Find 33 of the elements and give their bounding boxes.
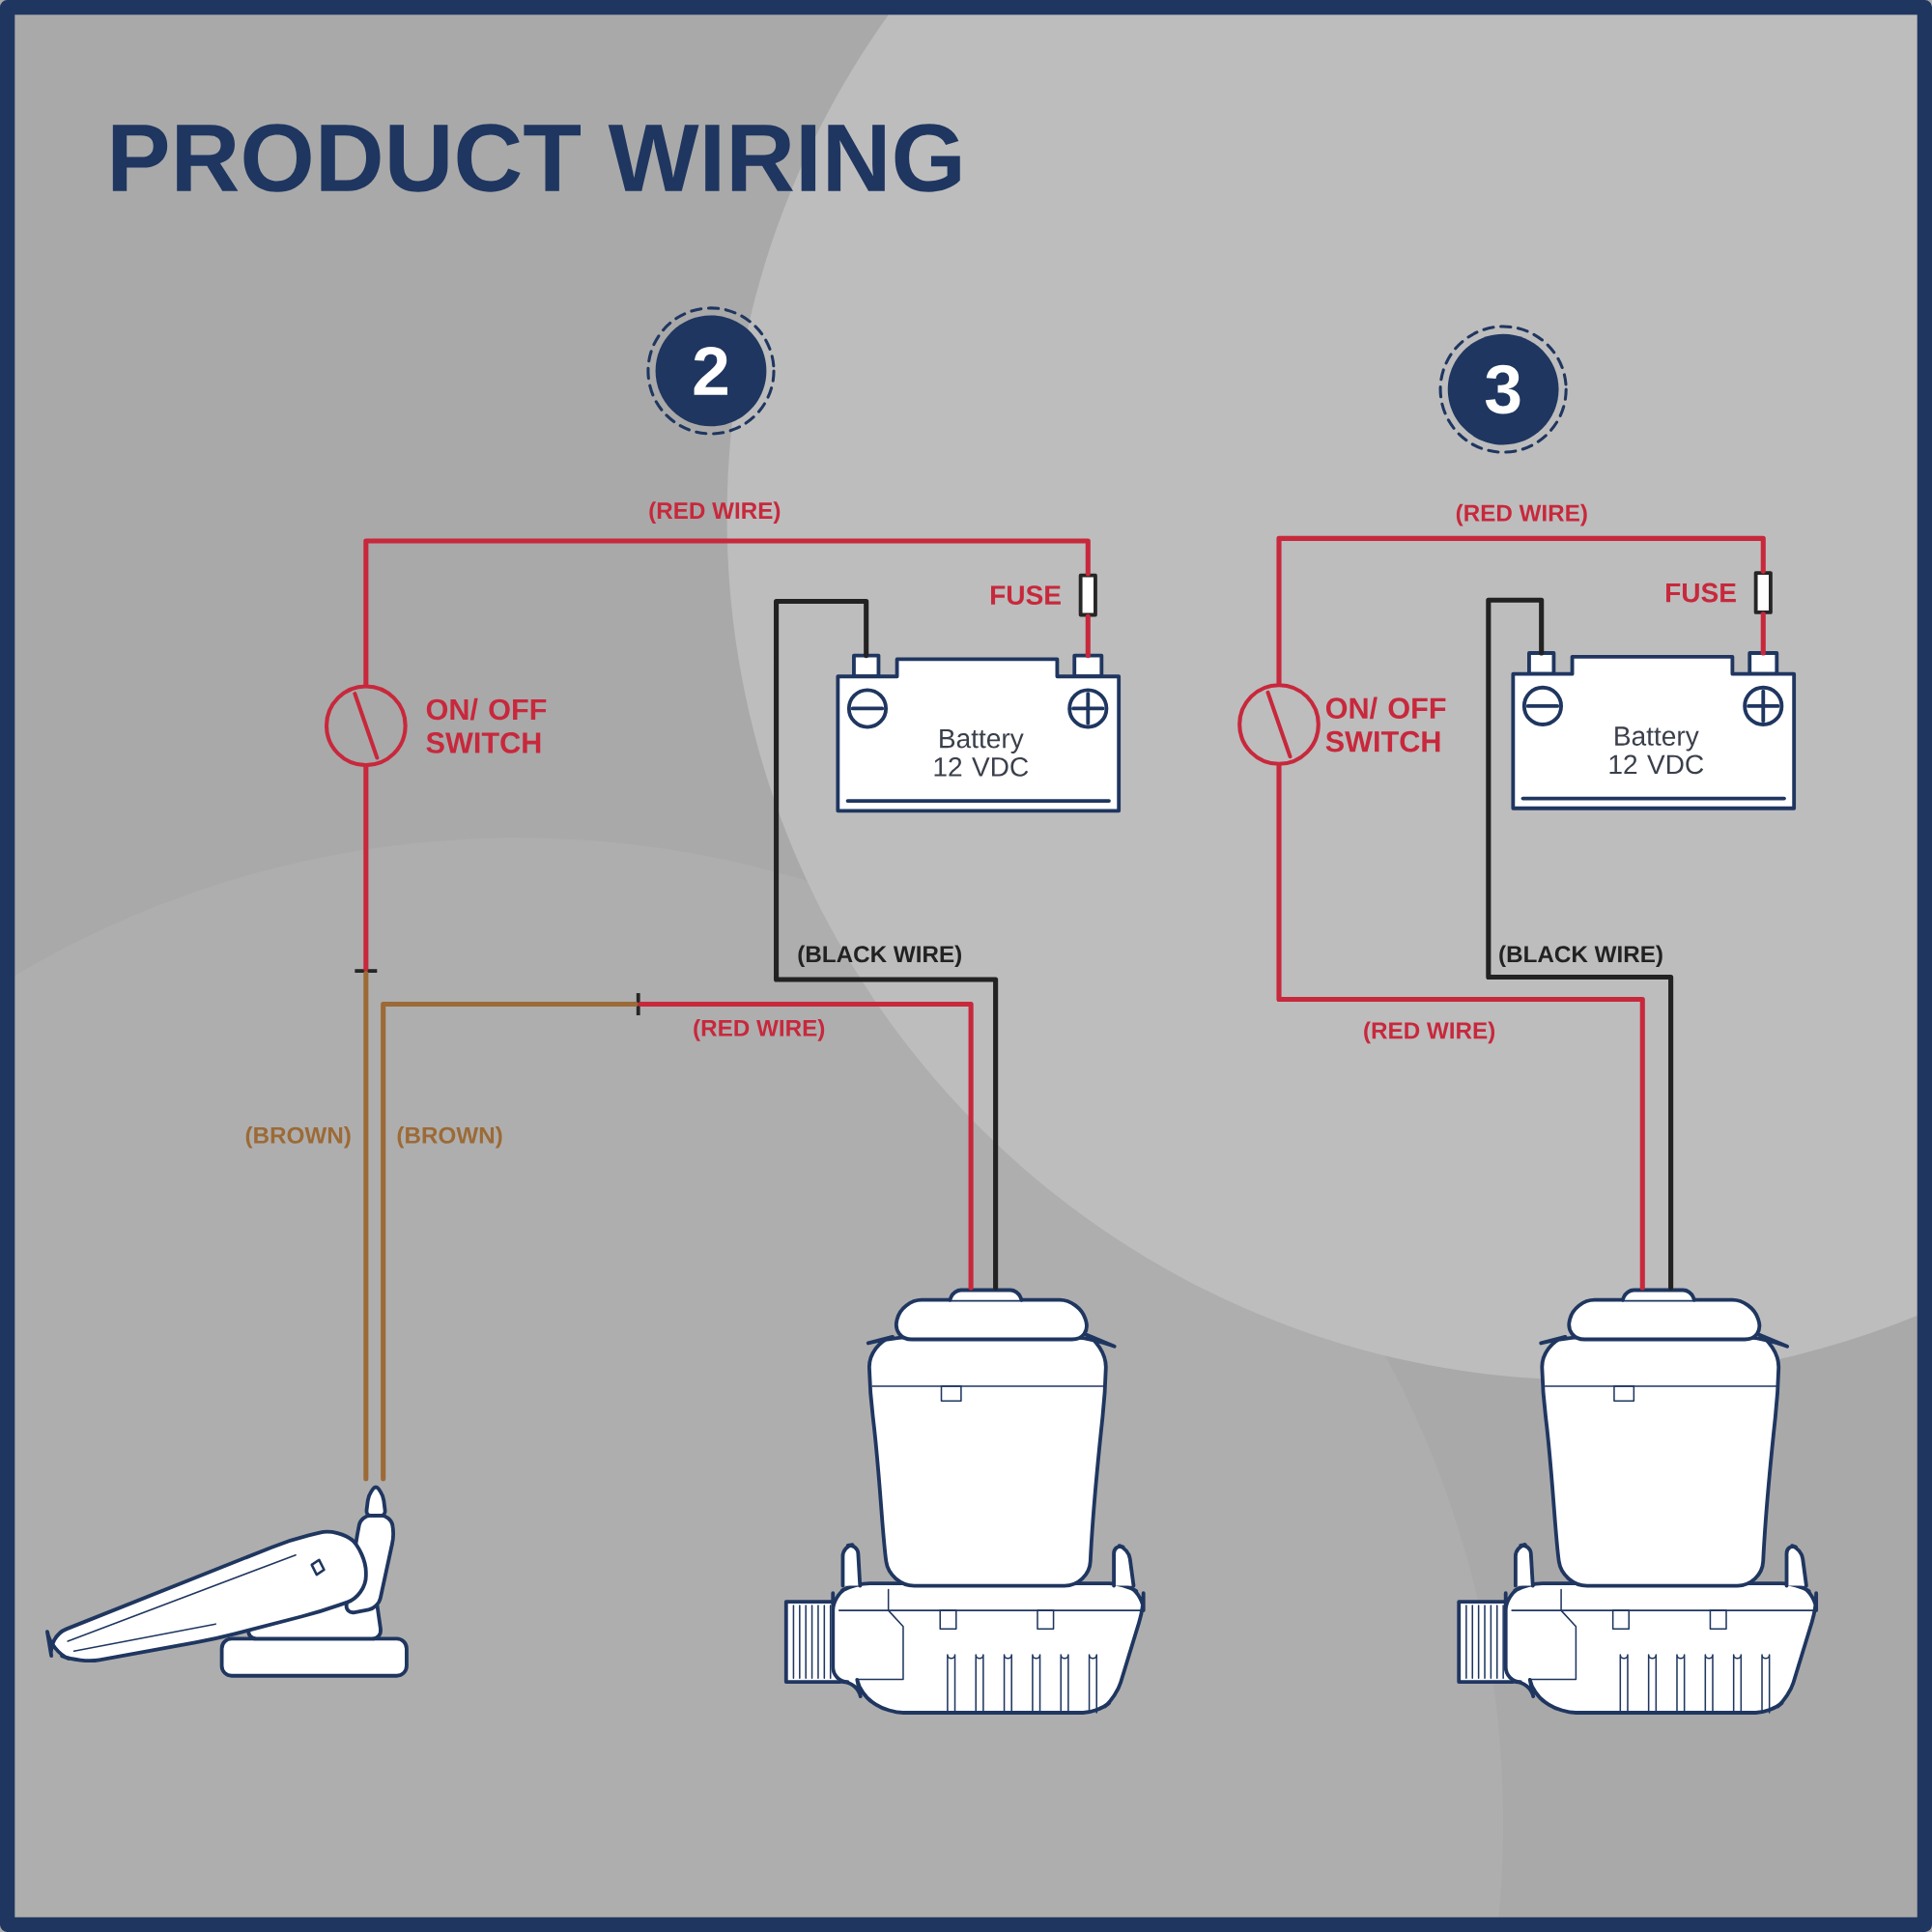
number-badge: 2 — [646, 306, 776, 436]
wire — [1276, 763, 1645, 1291]
wire-label: (RED WIRE) — [694, 1019, 825, 1041]
wire — [1760, 611, 1766, 656]
battery: Battery 12 VDC — [836, 653, 1122, 813]
wire — [638, 1002, 974, 1291]
wire — [363, 538, 1091, 687]
float-switch-drawing — [45, 1485, 409, 1678]
wire — [363, 764, 369, 972]
title: PRODUCT WIRING — [112, 124, 960, 192]
fuse-label: FUSE — [1666, 582, 1736, 603]
pump-drawing — [1457, 1288, 1819, 1715]
wire-label: (BLACK WIRE) — [1499, 945, 1662, 968]
wire — [1486, 597, 1674, 1291]
fuse-label: FUSE — [991, 585, 1061, 605]
wire-label: (RED WIRE) — [1364, 1021, 1495, 1044]
wire-label: (BROWN) — [245, 1126, 351, 1149]
wire-label: (BROWN) — [397, 1126, 502, 1149]
wire-label: (RED WIRE) — [1456, 503, 1587, 526]
wire-label: (BLACK WIRE) — [798, 945, 961, 968]
switch-label: ON/ OFF SWITCH — [1325, 696, 1446, 753]
number-badge: 3 — [1438, 325, 1568, 454]
wire — [774, 598, 999, 1291]
wire-label: (RED WIRE) — [649, 501, 781, 524]
connector-mark — [355, 969, 378, 973]
wire — [1276, 535, 1766, 686]
switch-label: ON/ OFF SWITCH — [426, 697, 547, 753]
wire — [363, 971, 369, 1482]
wire — [1085, 613, 1091, 659]
pump-drawing — [783, 1288, 1146, 1715]
wire — [381, 1002, 639, 1482]
connector-mark — [636, 993, 640, 1016]
battery: Battery 12 VDC — [1511, 651, 1797, 810]
